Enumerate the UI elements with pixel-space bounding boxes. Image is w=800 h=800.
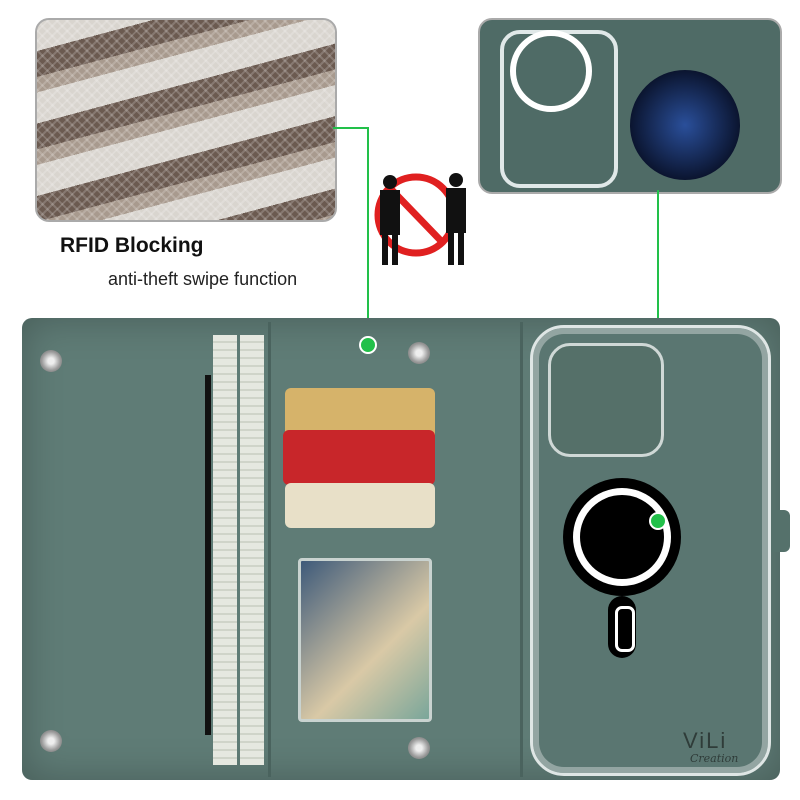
magnet-ring-center	[580, 495, 664, 579]
magsafe-inset	[478, 18, 782, 194]
callout-line	[333, 127, 369, 129]
card-slot-card	[283, 430, 435, 485]
rfid-fabric-inset	[35, 18, 337, 222]
snap-button	[408, 737, 430, 759]
cash-bill	[240, 335, 264, 765]
panel-divider	[268, 322, 271, 777]
snap-button	[40, 350, 62, 372]
snap-button	[40, 730, 62, 752]
snap-button	[408, 342, 430, 364]
id-window	[298, 558, 432, 722]
brand-logo: ViLi	[683, 728, 728, 753]
feature-subtitle: anti-theft swipe function	[108, 269, 298, 289]
callout-dot	[359, 336, 377, 354]
brand-logo-sub: Creation	[690, 752, 739, 765]
cash-bill	[213, 335, 237, 765]
camera-cutout	[548, 343, 664, 457]
callout-dot	[649, 512, 667, 530]
card-slot-card	[285, 483, 435, 528]
panel-divider	[520, 322, 523, 777]
callout-line	[367, 127, 369, 344]
zipper	[205, 375, 211, 735]
feature-title: RFID Blocking	[60, 234, 204, 257]
strap-tab	[770, 510, 790, 552]
no-swipe-theft-icon	[374, 173, 466, 265]
magnet-alignment-tab-inner	[615, 606, 635, 652]
